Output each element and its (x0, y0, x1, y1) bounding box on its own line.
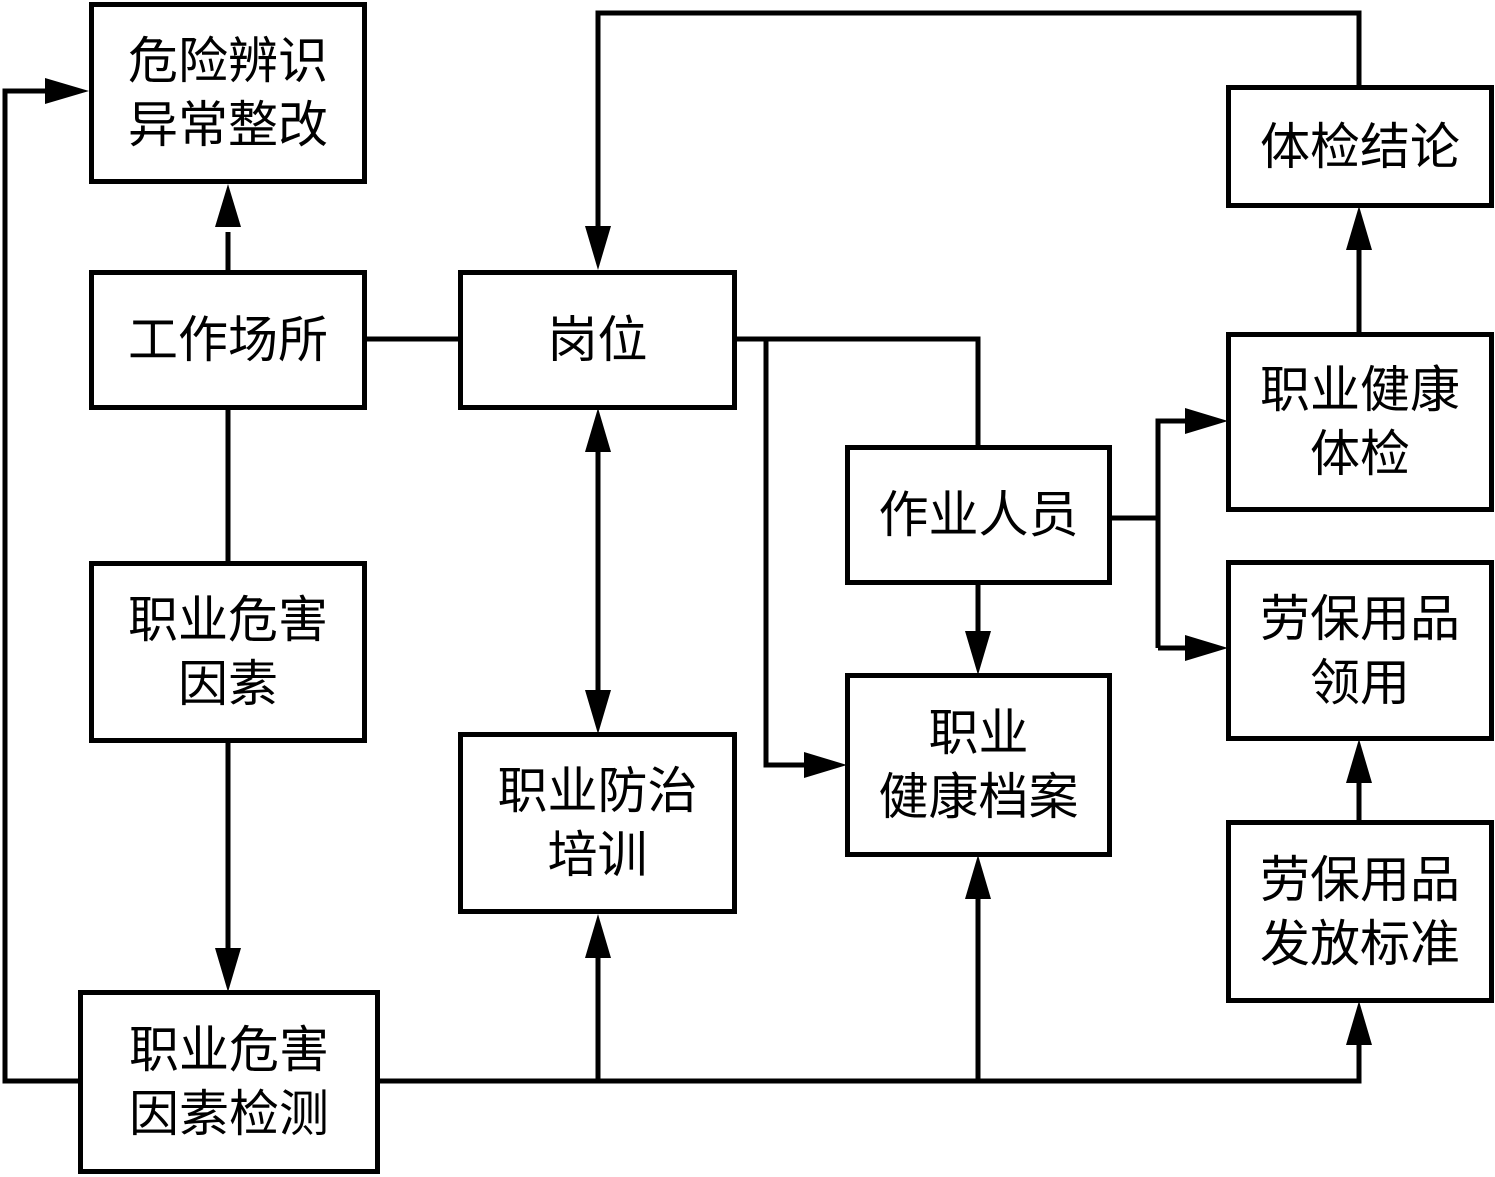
node-label-line: 职业防治 (497, 762, 698, 820)
node-post: 岗位 (458, 270, 737, 410)
arrowhead-up-icon (1346, 206, 1372, 250)
node-exam-conclusion: 体检结论 (1226, 85, 1494, 208)
node-label-line: 劳保用品 (1260, 850, 1460, 909)
arrowhead-up-icon (1346, 739, 1372, 783)
arrowhead-right-icon (45, 78, 89, 104)
node-ppe-collection: 劳保用品 领用 (1226, 560, 1494, 741)
arrowhead-up-icon (1346, 1001, 1372, 1045)
arrowhead-down-icon (585, 226, 611, 270)
arrowhead-up-icon (965, 855, 991, 899)
node-label-line: 异常整改 (128, 96, 328, 154)
node-label-line: 领用 (1310, 653, 1410, 712)
node-workplace: 工作场所 (89, 270, 367, 410)
arrowhead-right-icon (804, 752, 847, 778)
node-label-line: 体检结论 (1260, 117, 1460, 176)
arrowhead-down-icon (585, 690, 611, 734)
arrowhead-right-icon (1185, 408, 1228, 434)
node-label-line: 作业人员 (878, 486, 1079, 544)
node-label-line: 职业危害 (128, 591, 328, 649)
arrowhead-up-icon (585, 914, 611, 958)
node-occupational-hazard-factors: 职业危害 因素 (89, 561, 367, 743)
node-label-line: 体检 (1310, 425, 1410, 483)
node-label-line: 工作场所 (128, 311, 328, 369)
node-label-line: 因素检测 (129, 1085, 329, 1143)
node-label-line: 因素 (178, 655, 278, 713)
arrowhead-up-icon (215, 184, 241, 227)
edge-detection-bus (378, 1045, 1362, 1084)
node-ppe-standard: 劳保用品 发放标准 (1226, 820, 1494, 1003)
arrowhead-up-icon (585, 408, 611, 452)
node-operators: 作业人员 (845, 445, 1112, 585)
edge-operators-to-health-exam (1155, 418, 1185, 648)
node-label-line: 职业 (928, 704, 1029, 762)
node-health-exam: 职业健康 体检 (1226, 332, 1494, 512)
node-hazard-factor-detection: 职业危害 因素检测 (78, 990, 380, 1174)
arrowhead-right-icon (1185, 635, 1228, 661)
node-label-line: 培训 (547, 826, 648, 884)
edge-post-to-health-records (763, 339, 804, 768)
arrowhead-down-icon (965, 631, 991, 675)
arrowhead-down-icon (215, 948, 241, 992)
node-label-line: 职业危害 (129, 1021, 329, 1079)
node-prevention-training: 职业防治 培训 (458, 732, 737, 914)
node-hazard-identification: 危险辨识 异常整改 (89, 2, 367, 184)
node-label-line: 职业健康 (1260, 361, 1460, 419)
node-label-line: 劳保用品 (1260, 589, 1460, 648)
node-label-line: 健康档案 (878, 768, 1079, 826)
edge-detection-to-hazard-identification (2, 88, 80, 1084)
node-health-records: 职业 健康档案 (845, 673, 1112, 857)
edge-conclusion-to-post (595, 10, 1362, 226)
node-label-line: 岗位 (547, 311, 648, 369)
node-label-line: 危险辨识 (128, 32, 328, 90)
edge-post-to-operators (735, 336, 981, 447)
node-label-line: 发放标准 (1260, 914, 1460, 973)
